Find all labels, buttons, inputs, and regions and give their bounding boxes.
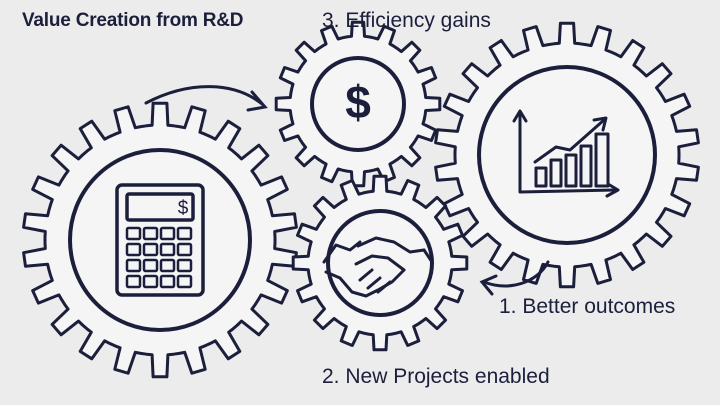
calculator-key xyxy=(142,226,159,241)
calculator-screen xyxy=(125,192,195,222)
calculator-key xyxy=(125,226,142,241)
chart-bar-4 xyxy=(579,144,593,188)
calculator-key xyxy=(142,274,159,289)
calculator-key xyxy=(125,274,142,289)
chart-bar-5 xyxy=(594,132,610,188)
growth-chart-icon xyxy=(512,109,620,198)
calculator-key xyxy=(125,242,142,257)
right-hand-top xyxy=(356,236,426,254)
label-better-outcomes: 1. Better outcomes xyxy=(499,295,676,318)
calculator-icon xyxy=(115,183,205,297)
chart-bar-2 xyxy=(549,158,563,188)
chart-axes xyxy=(518,111,617,194)
calculator-key xyxy=(159,274,176,289)
calculator-dollar-symbol: $ xyxy=(178,198,189,219)
calculator-key xyxy=(176,258,193,273)
chart-bar-1 xyxy=(534,166,548,188)
calculator-key xyxy=(159,242,176,257)
fingers xyxy=(358,268,392,294)
gear-inner-ring xyxy=(68,148,252,332)
calculator-key xyxy=(142,258,159,273)
label-new-projects: 2. New Projects enabled xyxy=(322,365,550,388)
calculator-gear xyxy=(22,101,298,379)
right-sleeve xyxy=(422,248,434,264)
chart-trend-arrow xyxy=(533,118,606,164)
left-sleeve xyxy=(322,240,362,264)
clasp xyxy=(354,254,406,272)
handshake-gear xyxy=(291,174,469,352)
chart-x-arrowhead xyxy=(605,182,620,198)
calculator-key xyxy=(176,226,193,241)
calculator-body xyxy=(115,183,205,297)
dollar-sign: $ xyxy=(345,76,371,128)
chart-bar-3 xyxy=(564,153,578,188)
diagram-title: Value Creation from R&D xyxy=(22,10,244,31)
calculator-key xyxy=(159,258,176,273)
curved-arrow-right xyxy=(479,260,550,296)
calculator-key xyxy=(159,226,176,241)
curved-arrow-top xyxy=(144,85,268,112)
handshake-icon xyxy=(322,236,434,298)
calculator-key xyxy=(125,258,142,273)
calculator-key xyxy=(142,242,159,257)
dollar-icon: $ xyxy=(345,76,371,128)
gear-inner-ring xyxy=(326,209,434,317)
left-hand xyxy=(324,268,406,298)
label-efficiency-gains: 3. Efficiency gains xyxy=(322,9,491,32)
gear-inner-ring xyxy=(310,56,406,152)
chart-y-arrowhead xyxy=(512,109,528,123)
chart-trend-arrowhead xyxy=(592,116,608,132)
calculator-key xyxy=(176,274,193,289)
calculator-key xyxy=(176,242,193,257)
dollar-gear xyxy=(274,20,442,188)
